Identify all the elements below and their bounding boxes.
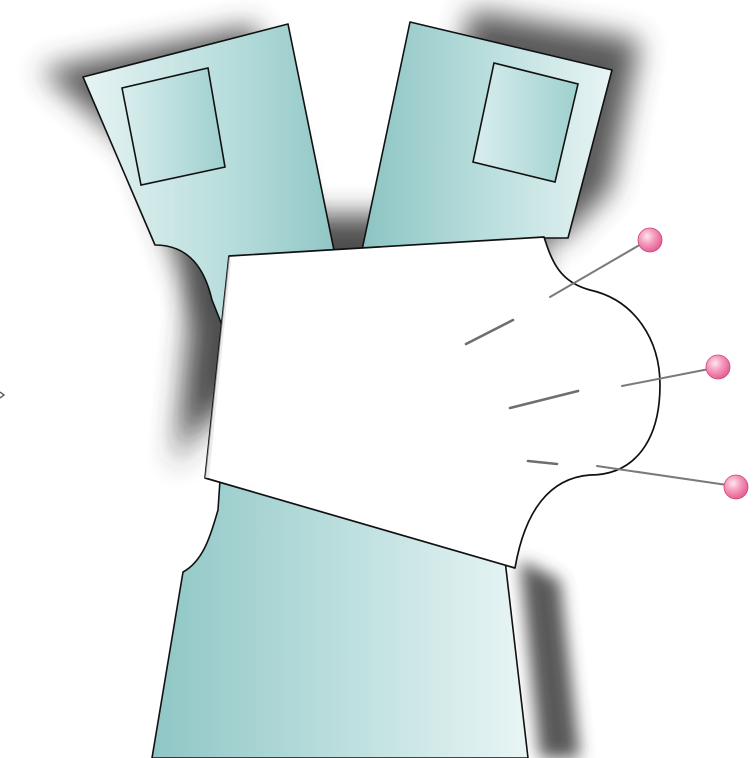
edge-mark xyxy=(0,392,4,398)
pin-shaft xyxy=(597,466,727,485)
pin xyxy=(597,466,748,499)
bottom-piece-shadow xyxy=(520,560,580,758)
pin-head xyxy=(724,475,748,499)
pin-head xyxy=(706,355,730,379)
left-piece-window xyxy=(122,68,225,185)
pin-shaft xyxy=(550,243,643,297)
pin-head xyxy=(638,228,662,252)
